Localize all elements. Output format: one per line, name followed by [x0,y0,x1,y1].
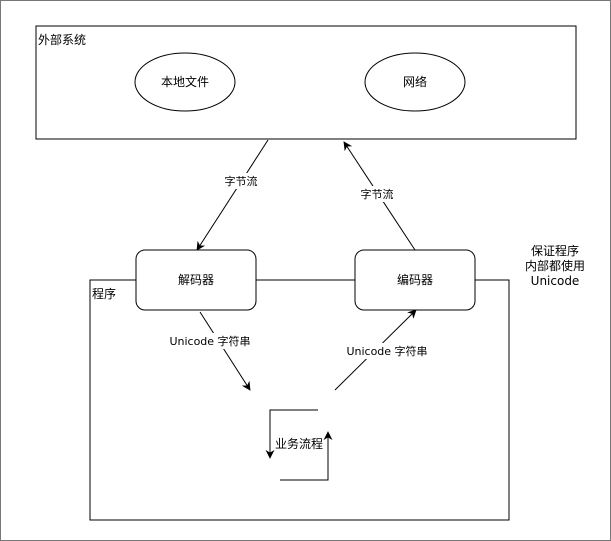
label-unicode-decoded: Unicode 字符串 [169,334,250,348]
label-byte-stream-out: 字节流 [361,187,394,201]
program-label: 程序 [92,286,116,301]
label-bg-decoded [168,333,252,349]
encoder-label: 编码器 [397,272,433,287]
network-label: 网络 [403,74,427,89]
note-line-1: 保证程序 [531,243,579,258]
label-byte-stream-in: 字节流 [225,174,258,188]
network-node [364,52,466,112]
decoder-label: 解码器 [178,273,214,287]
business-loop-right-arrow [280,431,333,481]
business-loop-left-arrow [265,409,318,459]
arrow-decoded-to-business [199,311,251,391]
business-process-label: 业务流程 [275,436,323,451]
label-bg-to-decoder [222,173,260,189]
label-bg-to-encode [345,343,429,359]
external-system-label: 外部系统 [38,32,86,47]
note-line-3: Unicode [531,274,580,288]
label-unicode-to-encode: Unicode 字符串 [346,344,427,358]
local-file-node [134,52,236,112]
program-box [89,279,510,521]
label-bg-from-encoder [358,186,396,202]
arrow-to-decoder [196,139,269,251]
decoder-box [135,249,257,311]
local-file-label: 本地文件 [161,74,209,89]
note-line-2: 内部都使用 [525,258,585,273]
external-system-box [35,25,577,140]
